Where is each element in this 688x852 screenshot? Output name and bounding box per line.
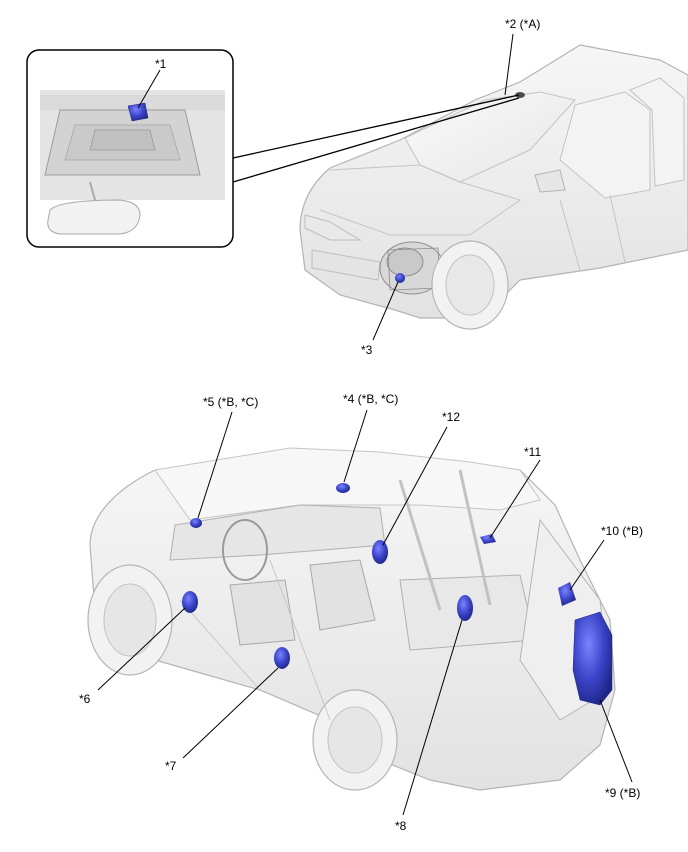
inset-overhead-console [26,49,520,248]
leader-4 [343,409,368,483]
callout-leaders [97,33,633,816]
interior-front-seat [309,559,376,631]
callout-10: *10 (*B) [601,524,643,538]
callout-8: *8 [395,819,407,833]
callout-11: *11 [524,445,541,459]
front-side-mirror [534,169,566,193]
callout-1: *1 [155,57,167,71]
callout-labels: *1 *2 (*A) *3 *4 (*B, *C) *5 (*B, *C) *6… [79,17,643,833]
front-rear-window [629,77,685,187]
leader-1 [137,69,161,109]
callout-7: *7 [165,759,177,773]
front-headlight [304,214,362,241]
front-vehicle-view [299,44,688,330]
inset-leader-lines [232,94,520,183]
part-12-pillar-speaker [372,540,388,564]
part-2-roof-sensor [515,92,525,98]
leader-10 [569,539,605,591]
leader-3 [372,281,399,341]
front-hood [319,164,522,236]
callout-4: *4 (*B, *C) [343,392,398,406]
leader-5 [197,411,233,519]
part-5-dash-sensor [190,518,202,528]
leader-11 [489,459,541,539]
interior-front-seat-2 [229,579,296,646]
front-side-window [559,91,651,199]
callout-6: *6 [79,692,91,706]
leader-2 [504,33,514,96]
part-3-front-sensor [395,273,405,283]
callout-3: *3 [361,343,373,357]
front-grille [311,249,381,281]
part-4-dash-sensor [336,483,350,493]
callout-2: *2 (*A) [505,17,540,31]
part-7-rear-door-speaker [274,647,290,669]
part-9-rear-unit [572,611,613,706]
interior-steering-wheel [222,519,268,581]
part-8-quarter-speaker [457,595,473,621]
leader-7 [182,667,279,759]
callout-12: *12 [442,410,460,424]
leader-8 [402,619,463,816]
inset-rearview-mirror [47,199,141,235]
leader-12 [382,426,448,546]
callout-5: *5 (*B, *C) [203,395,258,409]
leader-6 [97,607,186,691]
interior-vehicle-view [87,447,616,791]
part-1-overhead-sensor [127,102,149,122]
leader-9 [599,699,633,783]
part-11-roof-module [480,534,496,544]
part-6-front-door-speaker [182,591,198,613]
callout-9: *9 (*B) [605,786,640,800]
